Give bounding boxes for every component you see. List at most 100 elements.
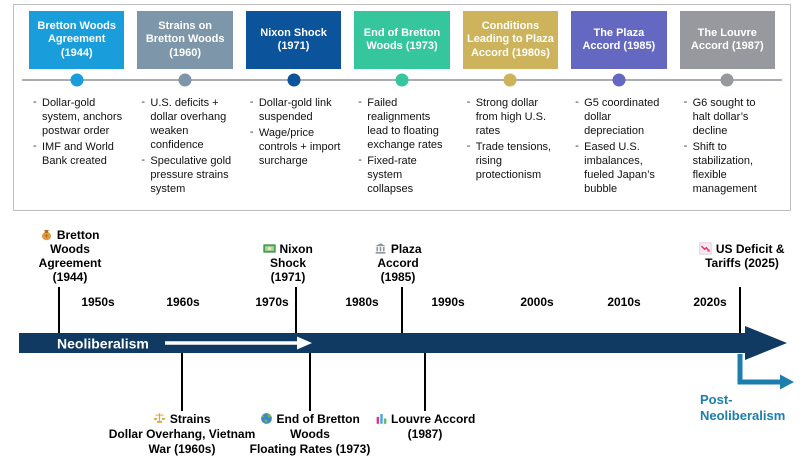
card-plaza-accord: The Plaza Accord (1985) G5 coordinated d… <box>571 11 667 210</box>
timeline-dot <box>178 73 192 87</box>
dot-row <box>29 69 124 91</box>
bullet-item: Trade tensions, rising protectionism <box>467 139 558 182</box>
bullet-item: Failed realignments lead to floating exc… <box>358 95 449 152</box>
event-subtitle: (1987) <box>407 427 443 441</box>
dot-row <box>463 69 558 91</box>
card-strains-on-bretton-woods: Strains on Bretton Woods (1960) U.S. def… <box>137 11 233 210</box>
decade-label-2000s: 2000s <box>520 295 554 309</box>
tick-strains <box>181 353 183 411</box>
card-end-of-bretton-woods: End of Bretton Woods (1973) Failed reali… <box>354 11 450 210</box>
card-bretton-woods-agreement: Bretton Woods Agreement (1944) Dollar-go… <box>29 11 125 210</box>
card-title: Conditions Leading to Plaza Accord (1980… <box>462 11 559 69</box>
dot-row <box>680 69 775 91</box>
bullet-item: Speculative gold pressure strains system <box>141 153 232 196</box>
card-bullets: G6 sought to halt dollar’s decline Shift… <box>680 95 775 197</box>
event-subtitle: Floating Rates (1973) <box>249 442 371 456</box>
event-end-of-bretton-woods: End of Bretton Woods Floating Rates (197… <box>244 412 376 457</box>
elbow-arrow-line <box>737 354 780 385</box>
event-label: Bretton Woods Agreement (1944) <box>38 228 102 284</box>
bullet-item: Wage/price controls + import surcharge <box>250 125 341 168</box>
card-title: The Louvre Accord (1987) <box>679 11 775 69</box>
elbow-arrow-head <box>780 374 794 390</box>
globe-icon <box>261 413 273 424</box>
card-bullets: U.S. deficits + dollar overhang weaken c… <box>137 95 232 197</box>
event-louvre-accord: Louvre Accord (1987) <box>359 412 491 442</box>
bar-chart-icon <box>376 414 387 424</box>
scales-icon <box>154 413 166 423</box>
card-conditions-leading-to-plaza: Conditions Leading to Plaza Accord (1980… <box>462 11 559 210</box>
event-strains: Strains Dollar Overhang, Vietnam War (19… <box>104 412 260 457</box>
bank-icon <box>375 243 387 254</box>
event-label: Plaza Accord (1985) <box>377 242 422 284</box>
event-title-line: Strains <box>104 412 260 427</box>
decade-label-1950s: 1950s <box>81 295 115 309</box>
post-neoliberalism-label: Post-Neoliberalism <box>700 392 786 423</box>
event-subtitle: Dollar Overhang, Vietnam War (1960s) <box>108 427 256 456</box>
card-title: The Plaza Accord (1985) <box>571 11 667 69</box>
timeline-dot <box>70 73 84 87</box>
decade-label-1980s: 1980s <box>345 295 379 309</box>
money-bag-icon <box>42 230 52 241</box>
dot-row <box>246 69 341 91</box>
tick-bretton-woods <box>58 287 60 334</box>
timeline-dot <box>503 73 517 87</box>
card-bullets: G5 coordinated dollar depreciation Eased… <box>571 95 666 197</box>
chart-decreasing-icon <box>699 242 713 255</box>
bullet-item: G6 sought to halt dollar’s decline <box>684 95 775 138</box>
bullet-item: Fixed-rate system collapses <box>358 153 449 196</box>
bullet-item: Dollar-gold system, anchors postwar orde… <box>33 95 124 138</box>
tick-end-of-bretton-woods <box>309 353 311 411</box>
decade-label-1990s: 1990s <box>431 295 465 309</box>
dot-row <box>354 69 449 91</box>
bullet-item: U.S. deficits + dollar overhang weaken c… <box>141 95 232 152</box>
timeline-dot <box>395 73 409 87</box>
timeline-dot <box>720 73 734 87</box>
card-title: End of Bretton Woods (1973) <box>354 11 450 69</box>
timeline-dot <box>287 73 301 87</box>
neoliberalism-era-arrow: Neoliberalism <box>19 326 787 360</box>
decade-label-1970s: 1970s <box>255 295 289 309</box>
bullet-item: IMF and World Bank created <box>33 139 124 168</box>
timeline-dot <box>612 73 626 87</box>
dot-row <box>571 69 666 91</box>
banknote-icon <box>263 244 276 253</box>
event-plaza-accord: Plaza Accord (1985) <box>363 242 433 284</box>
accord-columns: Bretton Woods Agreement (1944) Dollar-go… <box>14 5 790 210</box>
bullet-item: G5 coordinated dollar depreciation <box>575 95 666 138</box>
tick-plaza-accord <box>401 287 403 334</box>
bullet-item: Eased U.S. imbalances, fueled Japan’s bu… <box>575 139 666 196</box>
event-label: Nixon Shock (1971) <box>269 242 313 284</box>
card-title: Strains on Bretton Woods (1960) <box>137 11 233 69</box>
card-nixon-shock: Nixon Shock (1971) Dollar-gold link susp… <box>245 11 342 210</box>
card-bullets: Failed realignments lead to floating exc… <box>354 95 449 197</box>
dot-row <box>137 69 232 91</box>
decade-label-1960s: 1960s <box>166 295 200 309</box>
era-arrow-head <box>745 326 787 360</box>
era-inner-arrow-head <box>297 336 312 350</box>
accords-overview-panel: Bretton Woods Agreement (1944) Dollar-go… <box>13 4 791 211</box>
decade-label-2010s: 2010s <box>607 295 641 309</box>
bullet-item: Dollar-gold link suspended <box>250 95 341 124</box>
card-title: Nixon Shock (1971) <box>245 11 342 69</box>
event-title: End of Bretton Woods <box>276 412 360 441</box>
card-bullets: Strong dollar from high U.S. rates Trade… <box>463 95 558 182</box>
event-label: US Deficit & Tariffs (2025) <box>705 242 785 270</box>
event-title-line: End of Bretton Woods <box>244 412 376 442</box>
era-arrow-body <box>19 333 745 353</box>
event-title: Strains <box>169 412 211 426</box>
event-title: Louvre Accord <box>391 412 476 426</box>
event-us-deficit-tariffs: US Deficit & Tariffs (2025) <box>698 242 786 270</box>
bullet-item: Strong dollar from high U.S. rates <box>467 95 558 138</box>
tick-nixon-shock <box>295 287 297 334</box>
tick-us-deficit <box>739 287 741 334</box>
decade-label-2020s: 2020s <box>693 295 727 309</box>
card-bullets: Dollar-gold system, anchors postwar orde… <box>29 95 124 168</box>
event-nixon-shock: Nixon Shock (1971) <box>253 242 323 284</box>
era-label: Neoliberalism <box>57 336 149 352</box>
tick-louvre-accord <box>424 353 426 411</box>
bullet-item: Shift to stabilization, flexible managem… <box>684 139 775 196</box>
card-bullets: Dollar-gold link suspended Wage/price co… <box>246 95 341 168</box>
post-era-elbow-arrow <box>737 354 794 390</box>
event-bretton-woods-agreement: Bretton Woods Agreement (1944) <box>24 228 116 284</box>
